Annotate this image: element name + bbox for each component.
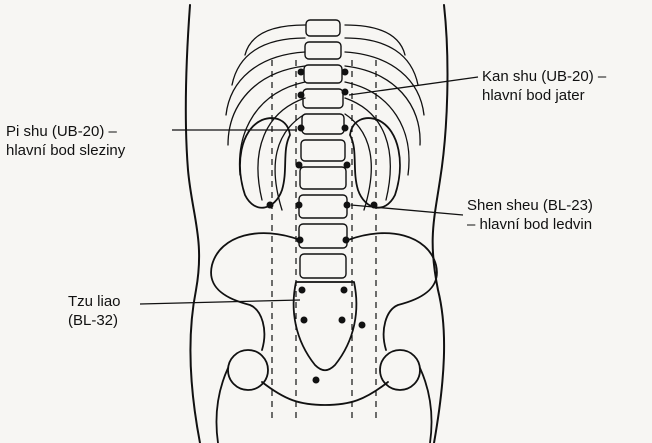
rib-cage — [226, 25, 424, 210]
kidney-left — [240, 118, 290, 208]
label-tzu-liao-line2: (BL-32) — [68, 311, 121, 330]
pubic-arch — [262, 382, 388, 405]
kidney-right — [350, 118, 400, 208]
label-shen-sheu-line1: Shen sheu (BL-23) — [467, 196, 593, 215]
leader-shen — [351, 205, 463, 215]
label-shen-sheu: Shen sheu (BL-23) – hlavní bod ledvin — [467, 196, 593, 234]
leader-tzu — [140, 300, 300, 304]
label-tzu-liao-line1: Tzu liao — [68, 292, 121, 311]
label-tzu-liao: Tzu liao (BL-32) — [68, 292, 121, 330]
torso-outline-left — [186, 5, 200, 443]
label-kan-shu-line1: Kan shu (UB-20) – — [482, 67, 606, 86]
label-shen-sheu-line2: – hlavní bod ledvin — [467, 215, 593, 234]
spine — [299, 20, 347, 278]
label-pi-shu-line2: hlavní bod sleziny — [6, 141, 125, 160]
torso-outline-right — [433, 5, 448, 443]
pelvis-left — [211, 233, 300, 350]
label-kan-shu: Kan shu (UB-20) – hlavní bod jater — [482, 67, 606, 105]
hip-socket-left — [228, 350, 268, 390]
label-pi-shu: Pi shu (UB-20) – hlavní bod sleziny — [6, 122, 125, 160]
label-pi-shu-line1: Pi shu (UB-20) – — [6, 122, 125, 141]
sacrum — [294, 282, 357, 370]
femur-right — [420, 368, 432, 443]
label-kan-shu-line2: hlavní bod jater — [482, 86, 606, 105]
acupuncture-points — [267, 69, 378, 384]
leader-kan — [349, 77, 478, 95]
pelvis-right — [348, 233, 437, 350]
femur-left — [216, 368, 228, 443]
